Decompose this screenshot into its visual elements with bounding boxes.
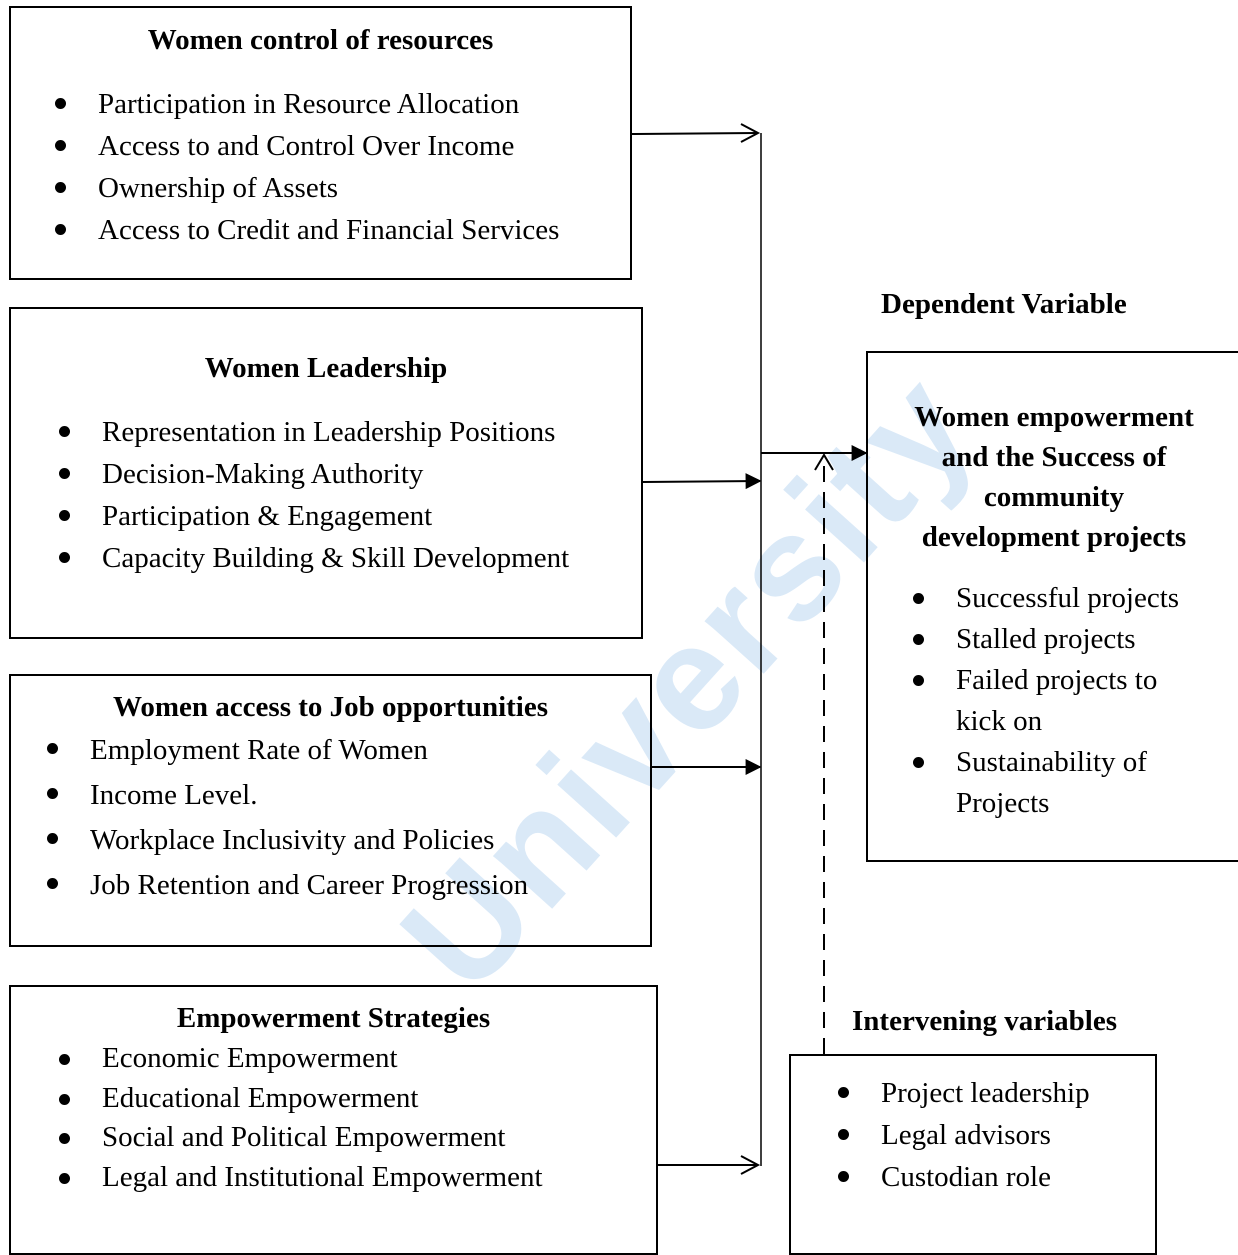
box-title: Empowerment Strategies bbox=[176, 1002, 491, 1034]
list-item: Job Retention and Career Progression bbox=[46, 863, 528, 908]
box-intervening-variables: Project leadership Legal advisors Custod… bbox=[789, 1054, 1157, 1255]
list-item: Access to Credit and Financial Services bbox=[54, 209, 559, 251]
list-item: Capacity Building & Skill Development bbox=[58, 537, 569, 579]
list-item: Legal and Institutional Empowerment bbox=[59, 1158, 543, 1198]
list-item: Social and Political Empowerment bbox=[59, 1118, 543, 1158]
list-item: Educational Empowerment bbox=[59, 1079, 543, 1119]
dependent-title-line: and the Success of bbox=[941, 441, 1167, 473]
list-item-line: Stalled projects bbox=[956, 623, 1136, 655]
box-title: Women access to Job opportunities bbox=[113, 691, 548, 723]
item-list: Participation in Resource Allocation Acc… bbox=[54, 83, 559, 251]
item-list: Successful projects Stalled projects Fai… bbox=[912, 578, 1180, 824]
item-list: Project leadership Legal advisors Custod… bbox=[838, 1072, 1090, 1198]
item-list: Employment Rate of Women Income Level. W… bbox=[46, 728, 528, 908]
list-item: Employment Rate of Women bbox=[46, 728, 528, 773]
intervening-variables-label: Intervening variables bbox=[852, 1005, 1118, 1037]
list-item: Economic Empowerment bbox=[59, 1039, 543, 1079]
list-item-line: Failed projects to bbox=[956, 664, 1158, 696]
item-list: Economic Empowerment Educational Empower… bbox=[59, 1039, 543, 1198]
list-item: Workplace Inclusivity and Policies bbox=[46, 818, 528, 863]
list-item-line: kick on bbox=[956, 705, 1043, 737]
dependent-title-line: development projects bbox=[921, 521, 1187, 553]
open-arrowhead bbox=[740, 1155, 761, 1175]
list-item: Participation & Engagement bbox=[58, 495, 569, 537]
box-title: Women Leadership bbox=[204, 352, 448, 384]
list-item: Failed projects to kick on bbox=[912, 660, 1179, 742]
dependent-variable-label: Dependent Variable bbox=[881, 288, 1127, 320]
connector-box2 bbox=[642, 473, 762, 490]
list-item-line: Projects bbox=[956, 787, 1050, 819]
box-women-access-to-job-opportunities: Women access to Job opportunities Employ… bbox=[9, 674, 652, 947]
dependent-title: Women empowerment and the Success of com… bbox=[868, 397, 1238, 557]
list-item: Custodian role bbox=[838, 1156, 1090, 1198]
box-dependent-variable: Women empowerment and the Success of com… bbox=[866, 351, 1238, 862]
list-item: Sustainability of Projects bbox=[912, 742, 1179, 824]
dependent-title-line: Women empowerment bbox=[914, 401, 1194, 433]
list-item: Access to and Control Over Income bbox=[54, 125, 559, 167]
list-item: Ownership of Assets bbox=[54, 167, 559, 209]
list-item: Project leadership bbox=[838, 1072, 1090, 1114]
dependent-title-line: community bbox=[983, 481, 1125, 513]
list-item-line: Successful projects bbox=[956, 582, 1180, 614]
open-arrowhead bbox=[740, 123, 761, 143]
list-item: Representation in Leadership Positions bbox=[58, 411, 569, 453]
list-item: Legal advisors bbox=[838, 1114, 1090, 1156]
list-item: Stalled projects bbox=[912, 619, 1179, 660]
connector-box1 bbox=[631, 132, 758, 135]
open-arrowhead bbox=[814, 453, 834, 471]
list-item: Income Level. bbox=[46, 773, 528, 818]
box-women-control-of-resources: Women control of resources Participation… bbox=[9, 6, 632, 280]
list-item-line: Sustainability of bbox=[956, 746, 1147, 778]
box-title: Women control of resources bbox=[147, 24, 494, 56]
box-women-leadership: Women Leadership Representation in Leade… bbox=[9, 307, 643, 639]
list-item: Participation in Resource Allocation bbox=[54, 83, 559, 125]
box-empowerment-strategies: Empowerment Strategies Economic Empowerm… bbox=[9, 985, 658, 1255]
list-item: Successful projects bbox=[912, 578, 1180, 619]
item-list: Representation in Leadership Positions D… bbox=[58, 411, 569, 579]
list-item: Decision-Making Authority bbox=[58, 453, 569, 495]
